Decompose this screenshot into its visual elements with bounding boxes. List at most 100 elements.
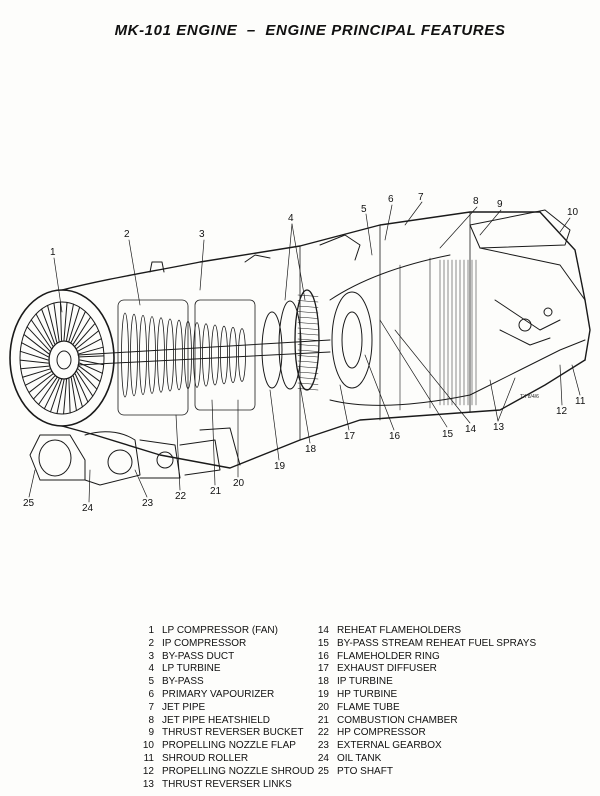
legend-item: 2 IP COMPRESSOR — [138, 638, 313, 651]
legend-label: EXHAUST DIFFUSER — [337, 663, 437, 675]
callout-15: 15 — [442, 429, 454, 440]
legend-item: 16 FLAMEHOLDER RING — [313, 651, 593, 664]
callout-22: 22 — [175, 491, 187, 502]
legend-number: 10 — [142, 740, 154, 752]
callout-25: 25 — [23, 498, 35, 509]
callout-10: 10 — [567, 207, 579, 218]
fan-blades — [19, 301, 105, 415]
legend-number: 13 — [142, 778, 154, 790]
callout-1: 1 — [50, 247, 56, 258]
legend-number: 25 — [317, 765, 329, 777]
legend-label: SHROUD ROLLER — [162, 752, 249, 764]
drawing-code: TX 8/4/6 — [520, 394, 539, 400]
legend-label: LP TURBINE — [162, 663, 221, 675]
callout-21: 21 — [210, 486, 222, 497]
callout-18: 18 — [305, 444, 317, 455]
legend-number: 21 — [317, 714, 329, 726]
legend-label: HP COMPRESSOR — [337, 727, 426, 739]
callout-4: 4 — [288, 213, 294, 224]
jet-pipe — [329, 254, 477, 411]
legend-number: 15 — [317, 637, 329, 649]
legend-label: FLAMEHOLDER RING — [337, 650, 440, 662]
legend-number: 4 — [148, 663, 154, 675]
legend-label: COMBUSTION CHAMBER — [337, 714, 458, 726]
legend-label: FLAME TUBE — [337, 701, 400, 713]
legend-label: OIL TANK — [337, 752, 382, 764]
legend-label: PRIMARY VAPOURIZER — [162, 688, 275, 700]
callout-12: 12 — [556, 406, 568, 417]
callout-14: 14 — [465, 424, 477, 435]
legend-number: 12 — [142, 765, 154, 777]
legend-number: 18 — [317, 676, 329, 688]
callout-numbers: 1 2 3 4 5 6 7 8 9 10 11 12 13 14 15 16 1… — [23, 192, 586, 514]
legend-number: 22 — [317, 727, 329, 739]
callout-13: 13 — [493, 422, 505, 433]
legend-item: 8 JET PIPE HEATSHIELD — [138, 715, 313, 728]
callout-5: 5 — [361, 204, 367, 215]
legend-label: IP TURBINE — [337, 676, 393, 688]
callout-11: 11 — [575, 396, 586, 407]
legend-label: PTO SHAFT — [337, 765, 393, 777]
legend-item: 4 LP TURBINE — [138, 663, 313, 676]
callout-16: 16 — [389, 431, 401, 442]
callout-2: 2 — [124, 229, 130, 240]
legend-label: JET PIPE HEATSHIELD — [162, 714, 270, 726]
legend-item: 15 BY-PASS STREAM REHEAT FUEL SPRAYS — [313, 638, 593, 651]
page-title: MK-101 ENGINE – ENGINE PRINCIPAL FEATURE… — [114, 22, 506, 39]
legend-item: 12 PROPELLING NOZZLE SHROUD — [138, 765, 315, 779]
legend-item: 22 HP COMPRESSOR — [313, 727, 593, 740]
callout-3: 3 — [199, 229, 205, 240]
accessories — [29, 234, 361, 486]
legend-item: 25 PTO SHAFT — [313, 766, 593, 779]
legend-label: BY-PASS — [162, 676, 204, 688]
legend-label: THRUST REVERSER LINKS — [162, 778, 292, 790]
legend-number: 1 — [148, 625, 154, 636]
legend-number: 2 — [148, 637, 154, 649]
legend-number: 16 — [317, 650, 329, 662]
legend-number: 3 — [148, 650, 154, 662]
callout-24: 24 — [82, 503, 94, 514]
legend-number: 9 — [148, 727, 154, 739]
callout-8: 8 — [473, 196, 479, 207]
legend-number: 20 — [317, 701, 329, 713]
legend-label: PROPELLING NOZZLE SHROUD — [162, 765, 315, 777]
legend-number: 24 — [317, 752, 329, 764]
legend-item: 21 COMBUSTION CHAMBER — [313, 715, 593, 728]
legend-item: 18 IP TURBINE — [313, 676, 593, 689]
legend-label: IP COMPRESSOR — [162, 637, 247, 649]
legend-number: 19 — [317, 688, 329, 700]
legend-number: 17 — [317, 663, 329, 675]
legend-item: 17 EXHAUST DIFFUSER — [313, 663, 593, 676]
callout-20: 20 — [233, 478, 245, 489]
legend-item: 10 PROPELLING NOZZLE FLAP — [138, 740, 313, 753]
leader-lines — [28, 201, 581, 503]
legend-item: 7 JET PIPE — [138, 702, 313, 715]
main-shaft — [77, 339, 331, 366]
turbine-discs — [261, 289, 320, 391]
outer-casing — [61, 211, 591, 469]
legend-number: 8 — [148, 714, 154, 726]
legend-number: 7 — [148, 701, 154, 713]
legend-number: 5 — [148, 676, 154, 688]
callout-7: 7 — [418, 192, 424, 203]
legend-item: 20 FLAME TUBE — [313, 702, 593, 715]
legend-label: LP COMPRESSOR (FAN) — [162, 625, 278, 636]
legend-number: 6 — [148, 688, 154, 700]
legend-item: 6 PRIMARY VAPOURIZER — [138, 689, 313, 702]
callout-17: 17 — [344, 431, 356, 442]
compressor-stages — [117, 299, 256, 416]
legend-number: 14 — [317, 625, 329, 636]
legend-item: 24 OIL TANK — [313, 753, 593, 766]
legend-label: PROPELLING NOZZLE FLAP — [162, 740, 296, 752]
legend-label: BY-PASS STREAM REHEAT FUEL SPRAYS — [337, 637, 537, 649]
callout-23: 23 — [142, 498, 154, 509]
legend-label: JET PIPE — [162, 701, 206, 713]
